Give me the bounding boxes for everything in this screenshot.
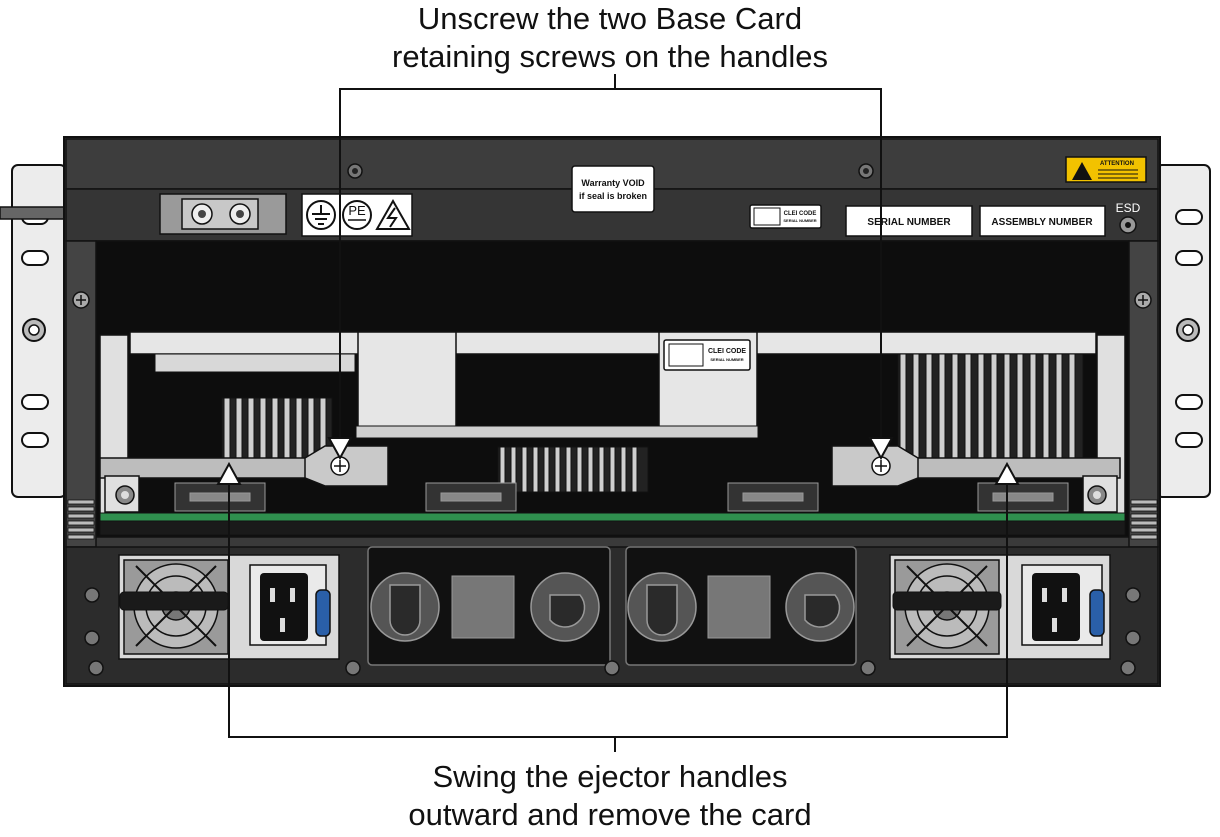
top-instruction-line2: retaining screws on the handles	[392, 39, 828, 74]
card-clei-sub-text: SERIAL NUMBER	[710, 357, 743, 362]
serial-number-text: SERIAL NUMBER	[867, 217, 951, 228]
protective-earth-icon: PE	[342, 200, 372, 230]
base-card: CLEI CODE SERIAL NUMBER	[99, 331, 1126, 536]
right-retaining-screw[interactable]	[871, 456, 891, 476]
card-clei-label: CLEI CODE SERIAL NUMBER	[663, 339, 751, 371]
attention-text: ATTENTION	[1100, 161, 1134, 167]
clei-code-label: CLEI CODE SERIAL NUMBER	[749, 204, 822, 229]
left-psu-latch[interactable]	[315, 589, 331, 637]
esd-jack: ESD	[1116, 201, 1141, 234]
right-rack-ear	[1155, 164, 1211, 498]
card-top-bracket	[129, 331, 1097, 355]
left-heatsink	[221, 397, 333, 459]
left-rack-ear	[11, 164, 67, 498]
bottom-callout-arrowheads	[216, 461, 1020, 485]
electrical-hazard-icon	[375, 198, 411, 230]
right-psu-latch[interactable]	[1089, 589, 1105, 637]
bottom-instruction: Swing the ejector handles outward and re…	[0, 758, 1220, 834]
esd-text: ESD	[1116, 201, 1141, 215]
lower-tray-screws	[84, 587, 1141, 676]
left-fan-tray	[367, 546, 611, 666]
warranty-seal: Warranty VOID if seal is broken	[571, 165, 655, 213]
right-power-supply	[889, 554, 1111, 660]
right-vent-slots	[1130, 499, 1158, 540]
attention-label: ATTENTION	[1065, 156, 1147, 183]
serial-number-label: SERIAL NUMBER	[845, 205, 973, 237]
right-power-inlet	[1021, 564, 1105, 646]
bottom-instruction-line2: outward and remove the card	[408, 797, 812, 832]
card-connectors	[174, 482, 1069, 512]
right-heatsink	[897, 353, 1084, 465]
pe-text: PE	[348, 203, 366, 218]
top-callout-arrowheads	[327, 437, 894, 461]
safety-symbols: PE	[301, 193, 413, 237]
left-vent-slots	[67, 499, 95, 540]
top-instruction: Unscrew the two Base Card retaining scre…	[0, 0, 1220, 76]
clei-code-text: CLEI CODE	[784, 211, 817, 217]
assembly-number-text: ASSEMBLY NUMBER	[991, 217, 1093, 228]
top-callout-lines	[339, 74, 882, 445]
pcb-edge	[99, 512, 1126, 522]
assembly-number-label: ASSEMBLY NUMBER	[979, 205, 1106, 237]
top-instruction-line1: Unscrew the two Base Card	[417, 1, 803, 36]
bottom-instruction-line1: Swing the ejector handles	[432, 759, 788, 794]
bottom-callout-lines	[228, 482, 1008, 752]
card-clei-code-text: CLEI CODE	[708, 348, 746, 355]
warranty-line1: Warranty VOID	[581, 178, 645, 188]
top-panel-screws	[347, 163, 874, 179]
ground-icon	[306, 200, 336, 230]
warranty-line2: if seal is broken	[579, 191, 647, 201]
ground-lug	[159, 193, 287, 235]
center-heatsink	[497, 446, 649, 493]
right-fan-tray	[625, 546, 857, 666]
clei-sub-text: SERIAL NUMBER	[783, 218, 816, 223]
left-power-inlet	[249, 564, 331, 646]
